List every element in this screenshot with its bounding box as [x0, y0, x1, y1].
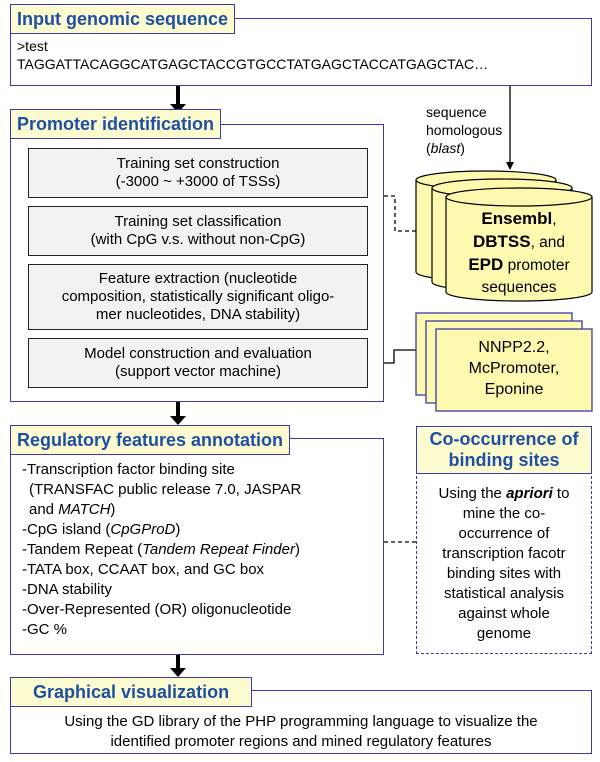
cooccur-line3: occurrence of [458, 525, 550, 542]
db-sequences: sequences [481, 279, 557, 296]
tool-eponine: Eponine [484, 381, 544, 398]
homology-line3: (blast) [426, 139, 502, 157]
db-line3: EPD promoter [446, 254, 592, 277]
cooccur-header: Co-occurrence of binding sites [416, 426, 592, 474]
step3-line2: composition, statistically significant o… [61, 288, 335, 305]
tool-mcpromoter: McPromoter, [468, 360, 560, 377]
regulatory-header: Regulatory features annotation [10, 425, 291, 455]
step3-line3: mer nucleotides, DNA stability) [95, 306, 301, 323]
step-model-construction: Model construction and evaluation (suppo… [28, 338, 368, 388]
cooccur-apriori: apriori [506, 485, 553, 502]
arrow-db-to-training [374, 192, 416, 232]
item-tfbs-sources: (TRANSFAC public release 7.0, JASPAR [29, 481, 302, 498]
cooccur-line6: statistical analysis [443, 585, 565, 602]
cooccur-description: Using the apriori to mine the co- occurr… [416, 484, 592, 644]
cooccur-line1: Using the apriori to [416, 484, 592, 504]
db-dbtss: DBTSS [472, 232, 531, 251]
graphical-line1: Using the GD library of the PHP programm… [64, 713, 538, 730]
db-promoter: promoter [503, 257, 570, 274]
tfbs-close: ) [110, 501, 116, 518]
step2-line2: (with CpG v.s. without non-CpG) [90, 231, 306, 248]
sequence-name: >test [17, 38, 48, 54]
tr-tool: Tandem Repeat Finder [142, 541, 295, 558]
tool-nnpp: NNPP2.2, [478, 339, 550, 356]
db-and: , and [530, 234, 566, 251]
blast-tool: blast [430, 140, 461, 156]
item-gc: -GC % [22, 621, 67, 638]
graphical-description: Using the GD library of the PHP programm… [10, 712, 592, 752]
tr-prefix: -Tandem Repeat ( [22, 541, 143, 558]
step4-line1: Model construction and evaluation [84, 345, 312, 362]
promoter-header: Promoter identification [10, 109, 222, 139]
sequence-text: TAGGATTACAGGCATGAGCTACCGTGCCTATGAGCTACCA… [17, 56, 489, 72]
step1-line1: Training set construction [116, 155, 280, 172]
cooccur-header-line1: Co-occurrence of [429, 429, 579, 449]
tool-pages [415, 312, 593, 412]
tr-close: ) [294, 541, 300, 558]
tfbs-and: and [29, 501, 59, 518]
cpg-close: ) [175, 521, 181, 538]
step2-line1: Training set classification [114, 213, 282, 230]
item-tata-box: -TATA box, CCAAT box, and GC box [22, 561, 265, 578]
regulatory-panel [10, 438, 384, 655]
cooccur-line4: transcription facotr [442, 545, 566, 562]
item-tfbs: -Transcription factor binding site [22, 461, 235, 478]
cpg-prefix: -CpG island ( [22, 521, 111, 538]
step-feature-extraction: Feature extraction (nucleotide compositi… [28, 264, 368, 330]
item-tandem-repeat: -Tandem Repeat (Tandem Repeat Finder) [22, 540, 301, 560]
graphical-line2: identified promoter regions and mined re… [110, 733, 492, 750]
cooccur-line7: against whole [458, 605, 550, 622]
db-ensembl: Ensembl [481, 209, 553, 228]
database-label: Ensembl, DBTSS, and EPD promoter sequenc… [446, 208, 592, 299]
database-cylinders [415, 170, 593, 302]
db-line2: DBTSS, and [446, 231, 592, 254]
step-training-set-construction: Training set construction (-3000 ~ +3000… [28, 148, 368, 198]
step3-line1: Feature extraction (nucleotide [98, 270, 298, 287]
cpg-tool: CpGProD [110, 521, 176, 538]
item-dna-stability: -DNA stability [22, 581, 113, 598]
step4-line2: (support vector machine) [115, 363, 281, 380]
cooccur-l1c: to [552, 485, 570, 502]
db-line1: Ensembl, [446, 208, 592, 231]
regulatory-list: -Transcription factor binding site (TRAN… [22, 460, 301, 640]
prediction-tools: NNPP2.2, McPromoter, Eponine [436, 337, 592, 400]
item-or-oligo: -Over-Represented (OR) oligonucleotide [22, 601, 292, 618]
item-cpg-island: -CpG island (CpGProD) [22, 520, 301, 540]
step1-line2: (-3000 ~ +3000 of TSSs) [115, 173, 281, 190]
step-training-set-classification: Training set classification (with CpG v.… [28, 206, 368, 256]
db-epd: EPD [468, 255, 504, 274]
homology-note: sequence homologous (blast) [426, 103, 502, 157]
arrow-tools-to-model [374, 349, 416, 367]
input-header: Input genomic sequence [10, 4, 236, 34]
cooccur-l1a: Using the [438, 485, 507, 502]
homology-blast: (blast) [426, 140, 465, 156]
cooccur-header-line2: binding sites [448, 450, 560, 470]
cooccur-line5: binding sites with [446, 565, 562, 582]
homology-line2: homologous [426, 122, 503, 138]
graphical-header: Graphical visualization [10, 677, 253, 707]
db-comma: , [552, 211, 557, 228]
cooccur-line8: genome [476, 625, 532, 642]
item-tfbs-match: and MATCH) [22, 500, 301, 520]
homology-line1: sequence [426, 104, 487, 120]
tfbs-match-name: MATCH [58, 501, 111, 518]
cooccur-line2: mine the co- [462, 505, 546, 522]
